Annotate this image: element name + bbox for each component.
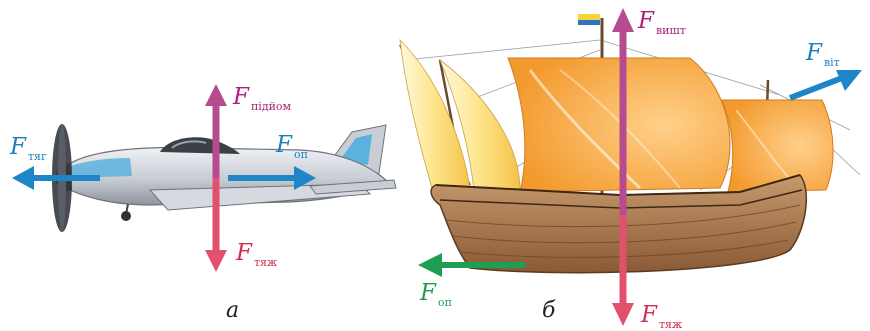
airplane bbox=[52, 124, 396, 232]
panel-b-caption: б bbox=[542, 298, 555, 323]
ship bbox=[400, 14, 860, 273]
panel-a-caption: а bbox=[226, 298, 239, 323]
ship-wind-arrow bbox=[790, 70, 862, 98]
